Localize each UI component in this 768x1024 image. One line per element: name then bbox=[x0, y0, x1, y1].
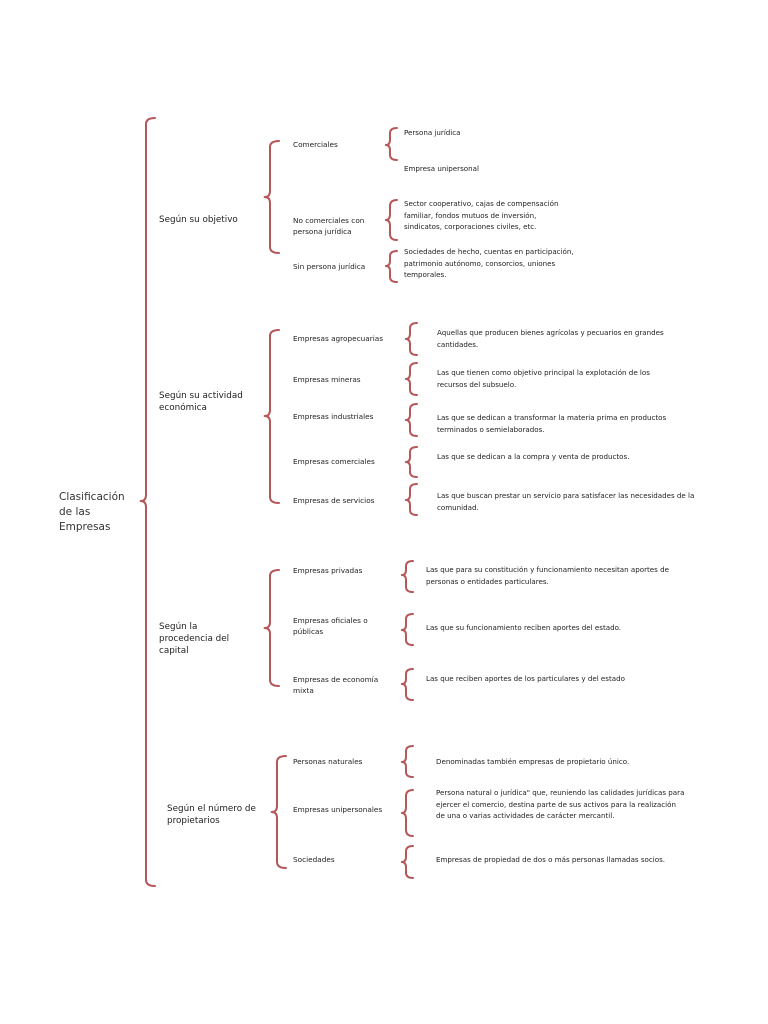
brace-industriales bbox=[404, 403, 418, 437]
brace-naturales bbox=[400, 745, 414, 778]
detail-unipersonales: Persona natural o jurídica" que, reunien… bbox=[436, 788, 685, 820]
root-label: Clasificación de las Empresas bbox=[59, 491, 125, 533]
brace-mixta bbox=[400, 668, 414, 701]
detail-industriales: Las que se dedican a transformar la mate… bbox=[437, 413, 667, 434]
brace-actividad bbox=[263, 329, 280, 504]
detail-mineras: Las que tienen como objetivo principal l… bbox=[437, 368, 650, 389]
detail-sin-persona: Sociedades de hecho, cuentas en particip… bbox=[404, 247, 574, 279]
detail-persona-juridica: Persona jurídica bbox=[404, 128, 461, 137]
item-label-mineras: Empresas mineras bbox=[293, 375, 361, 384]
detail-privadas: Las que para su constitución y funcionam… bbox=[426, 565, 669, 586]
brace-oficiales bbox=[400, 613, 414, 646]
brace-unipersonales bbox=[400, 789, 414, 837]
group-label-capital: Según la procedencia del capital bbox=[159, 622, 230, 656]
detail-empresa-unipersonal: Empresa unipersonal bbox=[404, 164, 479, 173]
detail-sociedades: Empresas de propiedad de dos o más perso… bbox=[436, 855, 666, 864]
brace-propietarios bbox=[270, 755, 287, 869]
brace-sin-persona bbox=[384, 250, 398, 283]
brace-mineras bbox=[404, 362, 418, 396]
brace-servicios bbox=[404, 483, 418, 516]
item-label-sin-persona: Sin persona jurídica bbox=[293, 262, 366, 271]
brace-no-comerciales bbox=[384, 199, 398, 241]
group-label-objetivo: Según su objetivo bbox=[159, 215, 238, 225]
detail-comerciales-2: Las que se dedican a la compra y venta d… bbox=[437, 452, 630, 461]
brace-sociedades bbox=[400, 845, 414, 879]
brace-capital bbox=[263, 569, 280, 687]
group-label-actividad: Según su actividad económica bbox=[159, 391, 243, 413]
item-label-mixta: Empresas de economía mixta bbox=[293, 675, 379, 695]
item-label-comerciales-2: Empresas comerciales bbox=[293, 457, 375, 466]
brace-privadas bbox=[400, 560, 414, 593]
detail-no-comerciales: Sector cooperativo, cajas de compensació… bbox=[404, 199, 559, 231]
item-label-oficiales: Empresas oficiales o públicas bbox=[293, 616, 368, 636]
item-label-comerciales: Comerciales bbox=[293, 140, 338, 149]
brace-comerciales-2 bbox=[404, 446, 418, 478]
brace-agropecuarias bbox=[404, 322, 418, 356]
item-label-privadas: Empresas privadas bbox=[293, 566, 363, 575]
detail-oficiales: Las que su funcionamiento reciben aporte… bbox=[426, 623, 622, 632]
brace-root bbox=[139, 117, 156, 887]
detail-agropecuarias: Aquellas que producen bienes agrícolas y… bbox=[437, 328, 664, 349]
item-label-servicios: Empresas de servicios bbox=[293, 496, 375, 505]
detail-naturales: Denominadas también empresas de propieta… bbox=[436, 757, 630, 766]
item-label-no-comerciales: No comerciales con persona jurídica bbox=[293, 216, 365, 236]
brace-comerciales bbox=[384, 127, 398, 161]
item-label-agropecuarias: Empresas agropecuarias bbox=[293, 334, 384, 343]
item-label-naturales: Personas naturales bbox=[293, 757, 363, 766]
item-label-industriales: Empresas industriales bbox=[293, 412, 374, 421]
detail-mixta: Las que reciben aportes de los particula… bbox=[426, 674, 625, 683]
item-label-sociedades: Sociedades bbox=[293, 855, 335, 864]
group-label-propietarios: Según el número de propietarios bbox=[167, 804, 256, 826]
item-label-unipersonales: Empresas unipersonales bbox=[293, 805, 383, 814]
detail-servicios: Las que buscan prestar un servicio para … bbox=[437, 491, 695, 512]
brace-objetivo bbox=[263, 140, 280, 254]
